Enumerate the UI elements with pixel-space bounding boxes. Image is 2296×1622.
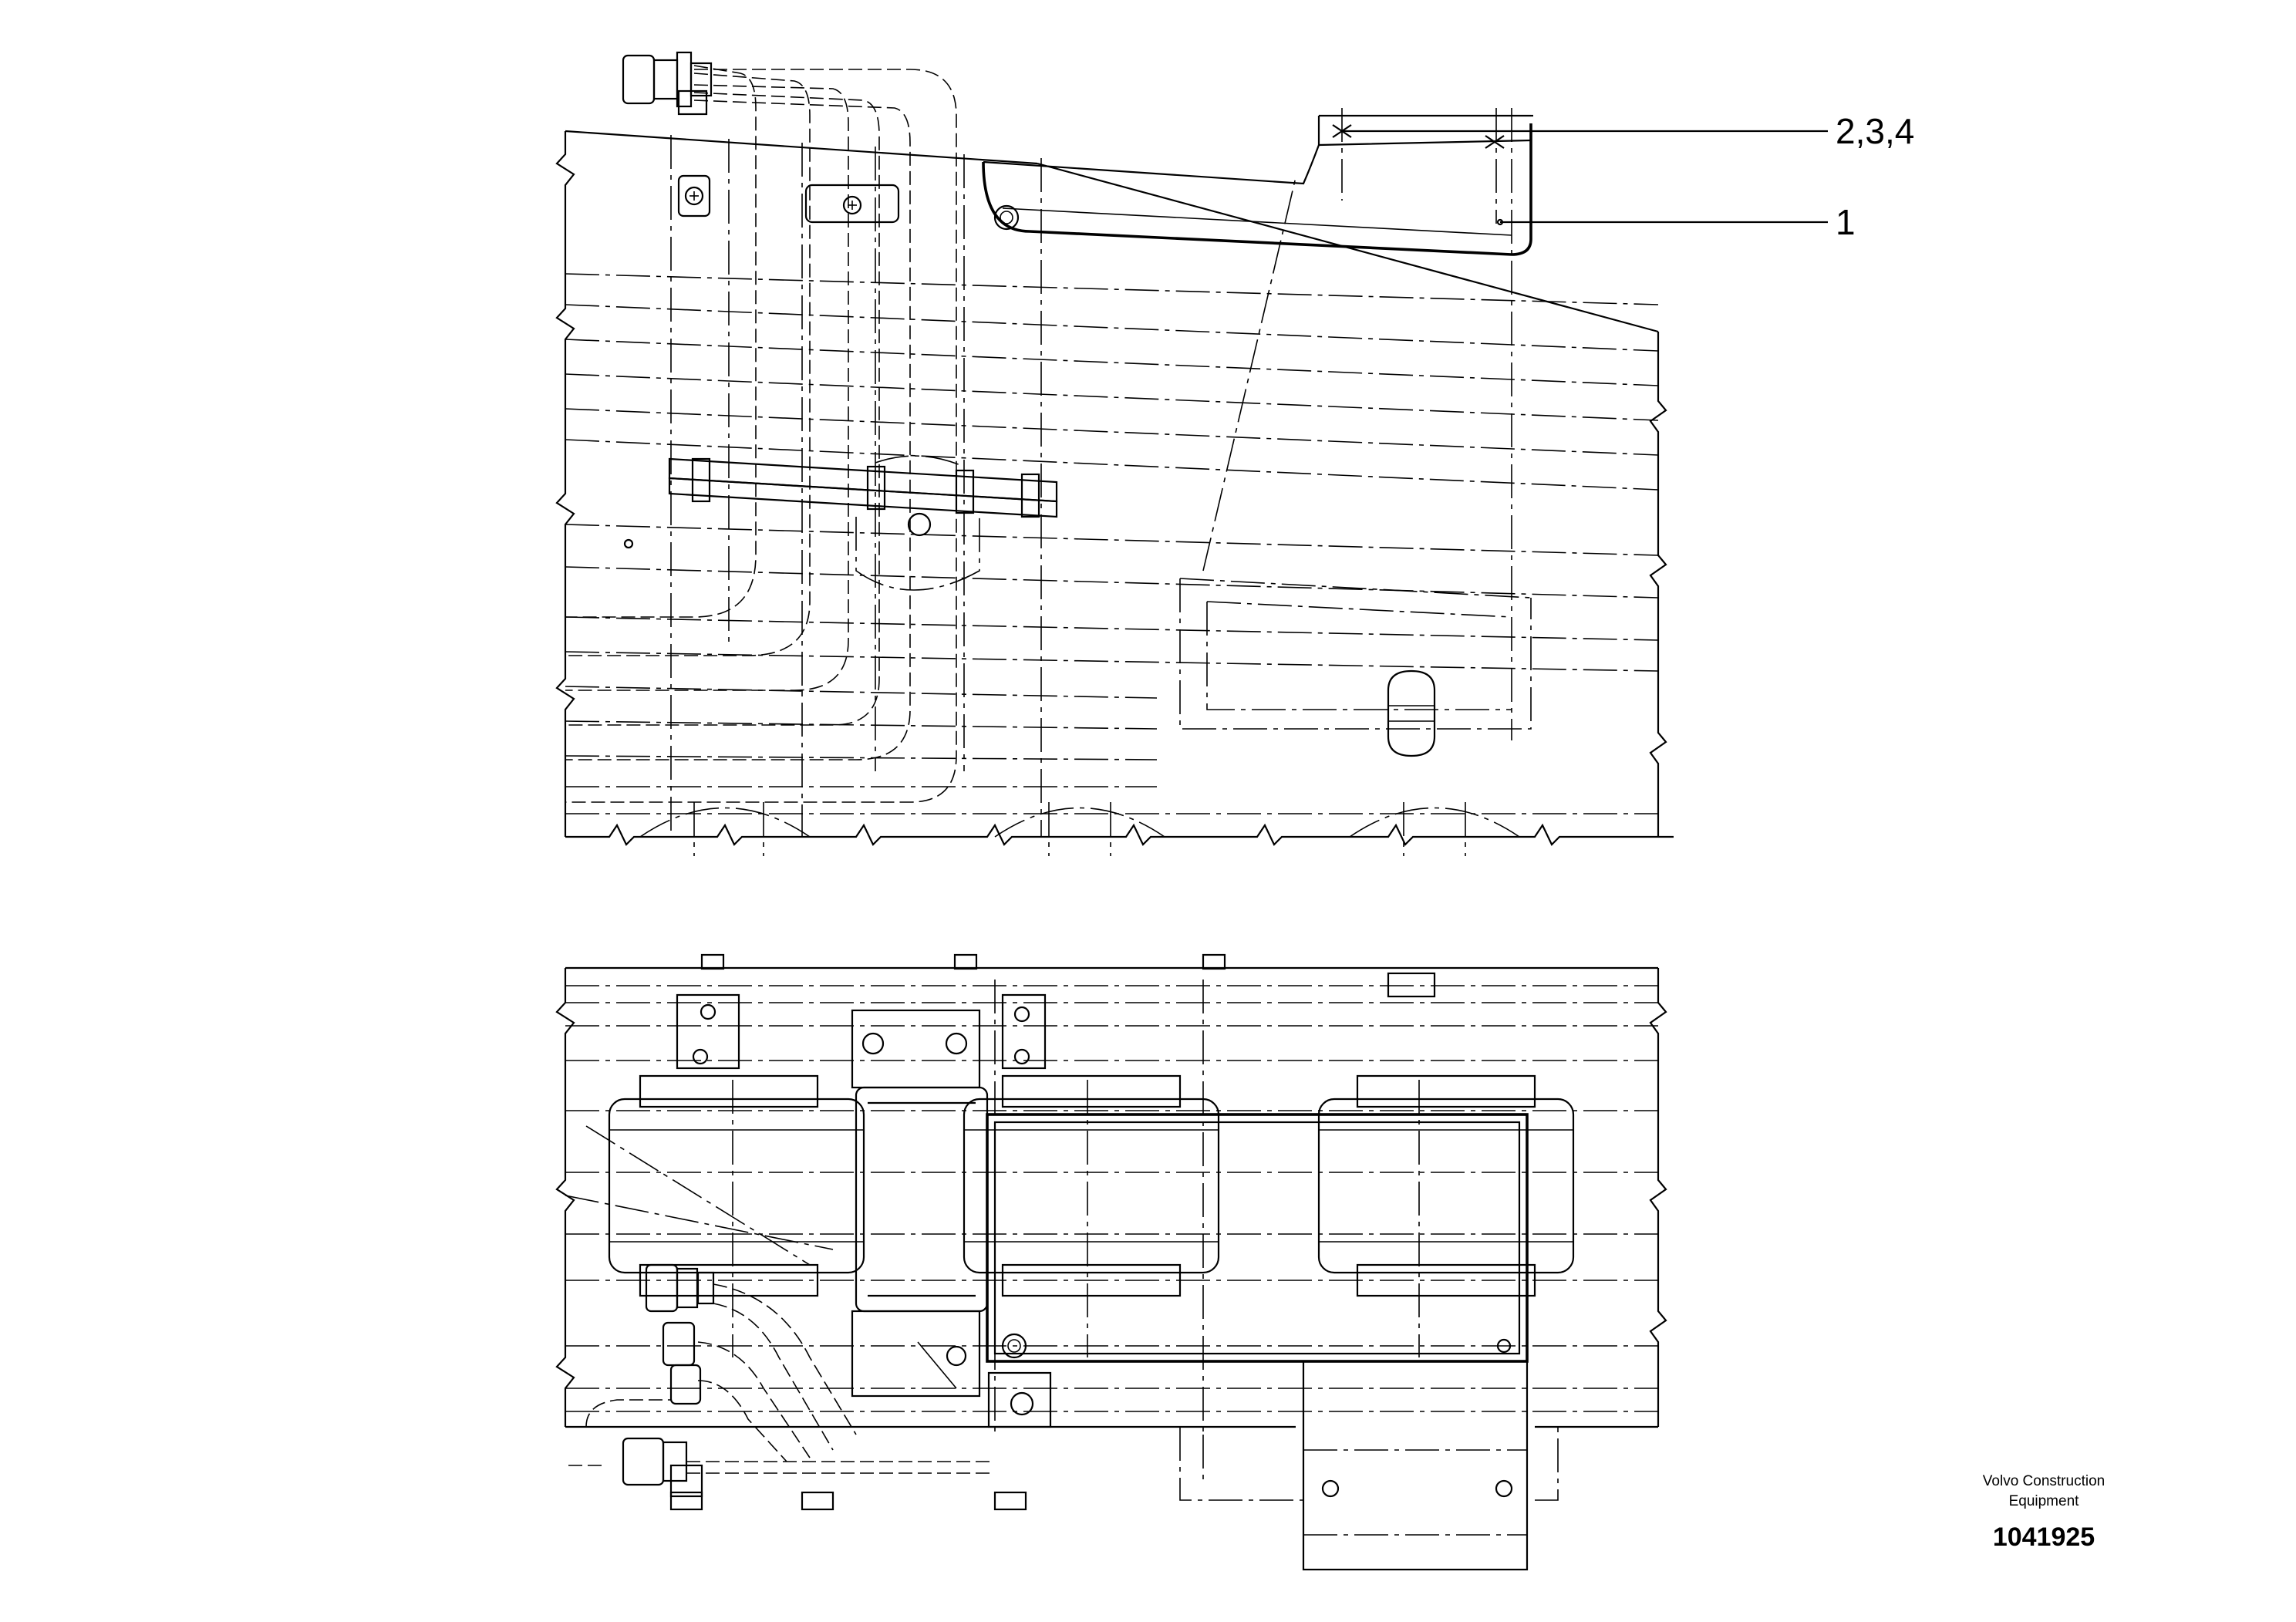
upper-wheel-arcs [639, 802, 1520, 856]
company-name-line1: Volvo Construction [1982, 1473, 2106, 1489]
upper-lower-box [1179, 177, 1532, 757]
lower-bottom-box [1179, 1427, 1559, 1501]
hose-fitting-upper [622, 51, 713, 116]
upper-centerlines [565, 273, 1659, 814]
footer-block: Volvo Construction Equipment 1041925 [1928, 1472, 2159, 1553]
bracket-plan [986, 1113, 1529, 1571]
hose-lines-upper [565, 65, 957, 803]
callout-1: 1 [1836, 202, 1856, 242]
upper-frame [555, 130, 1674, 846]
rollers [608, 1074, 1575, 1297]
upper-view: 2,3,4 1 [555, 51, 1914, 856]
bracket-item-1 [982, 108, 1533, 256]
leader-lines [1332, 124, 1828, 224]
callout-2-3-4: 2,3,4 [1836, 111, 1914, 151]
upper-verticals [670, 108, 1512, 837]
upper-bolts [623, 174, 900, 549]
lower-centerlines [565, 972, 1658, 1435]
company-name-line2: Equipment [2008, 1493, 2079, 1509]
lower-view [555, 953, 1667, 1571]
lower-frame [555, 966, 1667, 1428]
hose-fittings-lower [622, 1263, 1027, 1511]
clamp-bar [668, 455, 1058, 591]
top-bolts [700, 953, 1226, 970]
mount-plates [676, 993, 1047, 1089]
hose-lines-lower [563, 1125, 995, 1474]
drawing-number: 1041925 [1992, 1523, 2095, 1552]
